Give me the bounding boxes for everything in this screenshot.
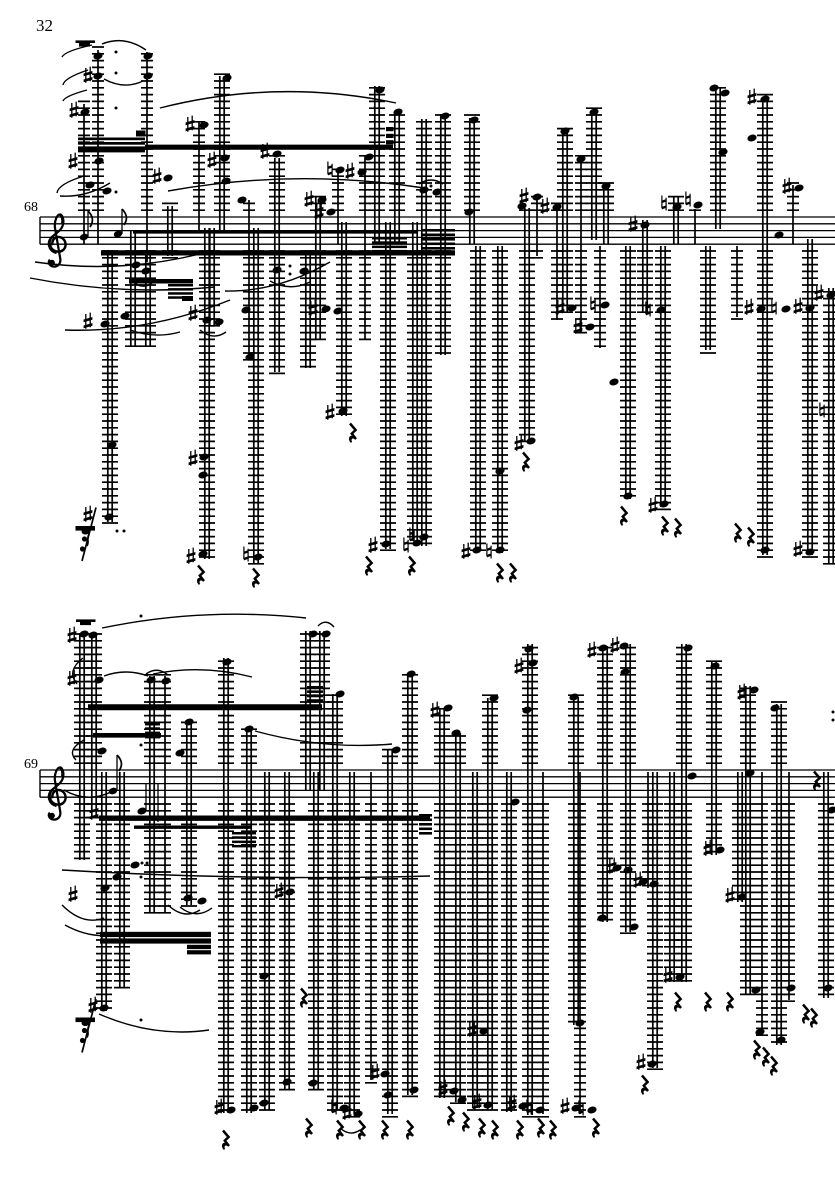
svg-text:69: 69 [24, 757, 38, 772]
svg-text:32: 32 [36, 16, 53, 35]
svg-text:68: 68 [24, 200, 38, 215]
